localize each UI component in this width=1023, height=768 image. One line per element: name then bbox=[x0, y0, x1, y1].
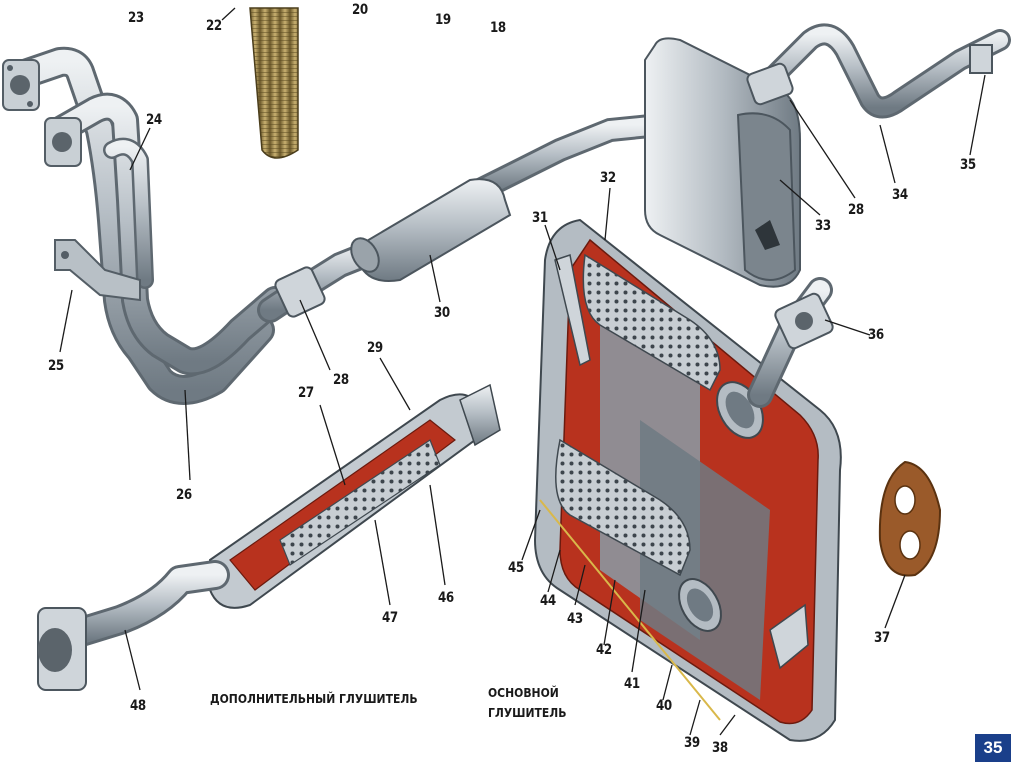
resonator bbox=[350, 178, 512, 282]
rubber-hanger bbox=[878, 460, 942, 577]
pipe-bracket bbox=[54, 239, 141, 302]
callout-41: 41 bbox=[624, 676, 640, 692]
callout-27: 27 bbox=[298, 385, 314, 401]
callout-30: 30 bbox=[434, 305, 450, 321]
flexible-hose bbox=[249, 7, 299, 159]
callout-44: 44 bbox=[540, 593, 556, 609]
pipe-clamp bbox=[274, 266, 326, 318]
callout-34: 34 bbox=[892, 187, 908, 203]
callout-39: 39 bbox=[684, 735, 700, 751]
auxiliary-muffler-cutaway bbox=[209, 383, 501, 609]
caption-main-muffler-line2: ГЛУШИТЕЛЬ bbox=[488, 706, 567, 720]
tailpipe bbox=[759, 23, 1011, 119]
callout-42: 42 bbox=[596, 642, 612, 658]
callout-20: 20 bbox=[352, 2, 368, 18]
tailpipe-clamp bbox=[746, 62, 794, 106]
callout-46: 46 bbox=[438, 590, 454, 606]
callout-19: 19 bbox=[435, 12, 451, 28]
callout-18: 18 bbox=[490, 20, 506, 36]
callout-23: 23 bbox=[128, 10, 144, 26]
callout-38: 38 bbox=[712, 740, 728, 756]
leader-lines bbox=[59, 7, 986, 736]
callout-32: 32 bbox=[600, 170, 616, 186]
callout-36: 36 bbox=[868, 327, 884, 343]
main-muffler-cutaway bbox=[533, 218, 842, 742]
callout-33: 33 bbox=[815, 218, 831, 234]
callout-47: 47 bbox=[382, 610, 398, 626]
callout-43: 43 bbox=[567, 611, 583, 627]
callout-35: 35 bbox=[960, 157, 976, 173]
callout-37: 37 bbox=[874, 630, 890, 646]
page-number-badge: 35 bbox=[975, 734, 1011, 762]
callout-22: 22 bbox=[206, 18, 222, 34]
auxiliary-inlet-flange bbox=[37, 607, 87, 691]
front-exhaust-pipe bbox=[7, 46, 289, 405]
outlet-flange bbox=[774, 292, 834, 350]
callout-31: 31 bbox=[532, 210, 548, 226]
manifold-flange-1 bbox=[2, 59, 40, 111]
caption-main-muffler-line1: ОСНОВНОЙ bbox=[488, 686, 559, 700]
callout-29: 29 bbox=[367, 340, 383, 356]
auxiliary-inlet-pipe bbox=[40, 560, 230, 655]
callout-48: 48 bbox=[130, 698, 146, 714]
callout-40: 40 bbox=[656, 698, 672, 714]
callout-26: 26 bbox=[176, 487, 192, 503]
callout-25: 25 bbox=[48, 358, 64, 374]
caption-auxiliary-muffler: ДОПОЛНИТЕЛЬНЫЙ ГЛУШИТЕЛЬ bbox=[210, 692, 418, 706]
tailpipe-end-clamp bbox=[969, 44, 993, 74]
callout-28-front: 28 bbox=[333, 372, 349, 388]
manifold-flange-2 bbox=[44, 117, 82, 167]
callout-45: 45 bbox=[508, 560, 524, 576]
callout-24: 24 bbox=[146, 112, 162, 128]
callout-28-rear: 28 bbox=[848, 202, 864, 218]
